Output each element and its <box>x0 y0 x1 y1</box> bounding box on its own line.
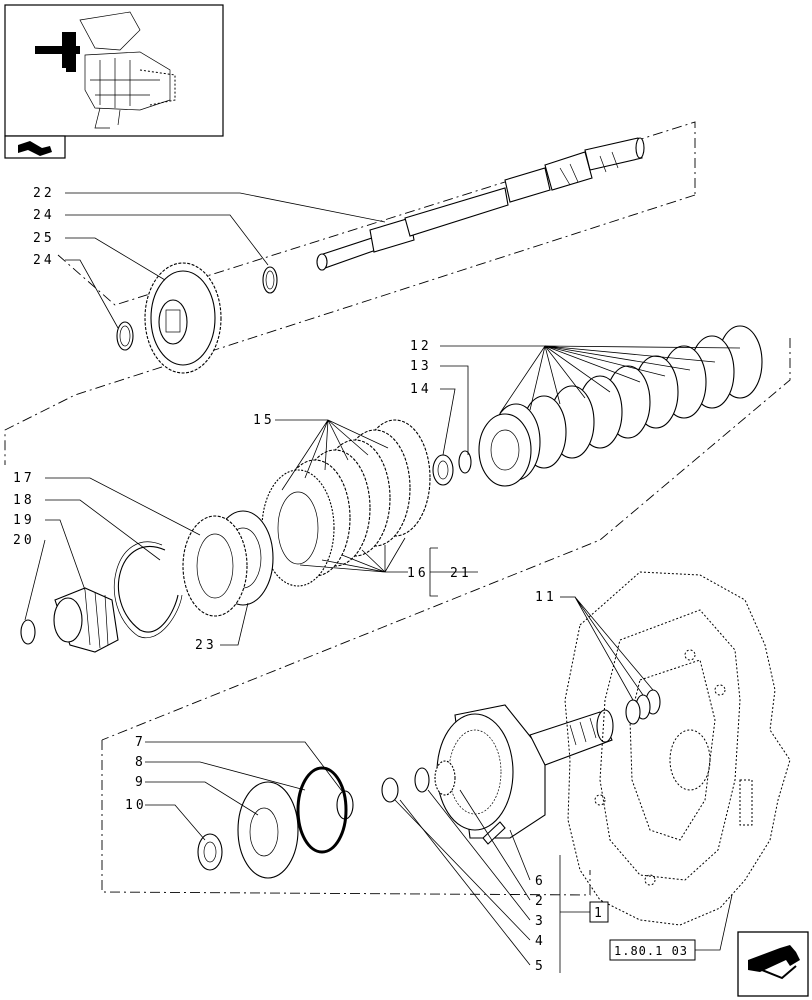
callout-labels: 22 24 25 24 12 13 14 15 17 18 19 20 16 2… <box>13 186 557 974</box>
callout-23: 23 <box>195 638 217 653</box>
gear-25 <box>144 262 222 374</box>
callout-4: 4 <box>535 934 546 949</box>
thumbnail-frame[interactable] <box>4 4 224 159</box>
circlip-24-lower <box>116 321 134 351</box>
callout-8: 8 <box>135 755 146 770</box>
next-page-arrow-icon <box>748 945 800 980</box>
book-arrow-icon <box>18 141 52 156</box>
callout-24-top: 24 <box>33 208 55 223</box>
spring-stack-12 <box>478 325 763 487</box>
callout-21: 21 <box>450 566 472 581</box>
callout-12: 12 <box>410 339 432 354</box>
callout-16: 16 <box>407 566 429 581</box>
washer-10 <box>197 833 223 871</box>
leader-lines <box>24 192 741 973</box>
callout-3: 3 <box>535 914 546 929</box>
callout-25: 25 <box>33 231 55 246</box>
group-label: 1 <box>594 906 605 921</box>
housing-drum-1 <box>436 704 614 839</box>
gear-2 <box>434 760 456 796</box>
transmission-housing <box>564 571 791 926</box>
callout-5: 5 <box>535 959 546 974</box>
callout-22: 22 <box>33 186 55 201</box>
callout-20: 20 <box>13 533 35 548</box>
callout-15: 15 <box>253 413 275 428</box>
group-label-box[interactable]: 1 <box>589 901 609 923</box>
thumbnail-sketch <box>35 11 176 129</box>
pressure-plate-17 <box>182 515 248 617</box>
callout-14: 14 <box>410 382 432 397</box>
callout-9: 9 <box>135 775 146 790</box>
callout-17: 17 <box>13 471 35 486</box>
washer-13 <box>458 450 472 474</box>
reference-code-box[interactable]: 1.80.1 03 <box>609 939 696 961</box>
callout-10: 10 <box>125 798 147 813</box>
washer-3 <box>414 767 430 793</box>
callout-19: 19 <box>13 513 35 528</box>
callout-2: 2 <box>535 894 546 909</box>
circlip-20 <box>20 619 36 645</box>
seal-rings-11 <box>625 689 661 725</box>
group-boundaries <box>4 121 791 896</box>
next-page-button[interactable] <box>737 931 809 997</box>
snap-ring-18 <box>114 541 183 639</box>
piston-9 <box>237 781 299 879</box>
reference-code: 1.80.1 03 <box>614 944 688 958</box>
pin-6 <box>482 821 506 845</box>
callout-13: 13 <box>410 359 432 374</box>
callout-7: 7 <box>135 735 146 750</box>
circlip-24-upper <box>262 266 278 294</box>
ring-14 <box>432 454 454 486</box>
clutch-plates-15-16 <box>261 419 431 587</box>
callout-18: 18 <box>13 493 35 508</box>
circlip-4 <box>381 777 399 803</box>
callout-24-lower: 24 <box>33 253 55 268</box>
gear-19 <box>53 587 119 653</box>
shaft-22 <box>316 137 645 271</box>
callout-6: 6 <box>535 874 546 889</box>
o-ring-8 <box>296 766 348 854</box>
callout-11: 11 <box>535 590 557 605</box>
